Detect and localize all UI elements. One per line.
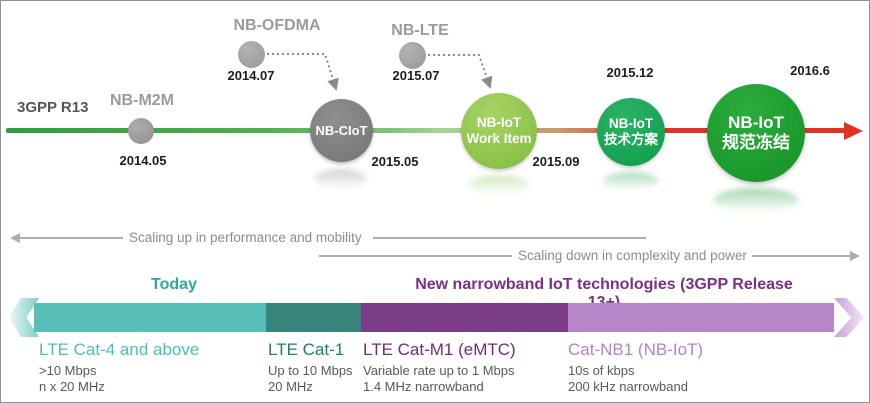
milestone-node-nb-m2m (128, 118, 154, 144)
milestone-date: 2015.12 (606, 65, 654, 80)
milestone-date: 2015.07 (392, 68, 440, 83)
scaling-down-line (319, 255, 512, 257)
spec-line: Up to 10 Mbps (268, 363, 353, 378)
era-label: 3GPP R13 (17, 99, 89, 116)
milestone-circle-label: NB-IoT (728, 112, 784, 132)
spec-line: n x 20 MHz (39, 379, 105, 394)
bar-segment-lte-cat1 (266, 303, 361, 332)
scaling-up-line (19, 237, 123, 239)
segment-title-cat-nb1: Cat-NB1 (NB-IoT) (568, 340, 704, 359)
timeline-axis (6, 128, 846, 133)
spec-line: Variable rate up to 1 Mbps (363, 363, 515, 378)
segment-title-lte-catm1: LTE Cat-M1 (eMTC) (363, 340, 516, 359)
milestone-circle-label: NB-IoT (608, 116, 654, 132)
spec-line: 10s of kbps (568, 363, 635, 378)
milestone-circle-label: 规范冻结 (722, 133, 790, 152)
milestone-label-nb-m2m: NB-M2M (110, 92, 174, 109)
dotted-connector-arrows (267, 53, 493, 91)
milestone-circle-label: 技术方案 (604, 132, 658, 147)
milestone-date: 2015.05 (371, 154, 419, 169)
bar-segment-lte-catm1 (361, 303, 568, 332)
reflection (315, 169, 367, 189)
segment-specs-lte-cat1: Up to 10 Mbps 20 MHz (268, 363, 353, 395)
scaling-down-line (752, 255, 851, 257)
reflection (469, 175, 529, 195)
dotted-arrow-lte-to-workitem (428, 54, 493, 89)
milestone-circle-label: NB-CIoT (315, 122, 368, 138)
spec-line: 20 MHz (268, 379, 313, 394)
bar-segment-cat-nb1 (568, 303, 834, 332)
milestone-label-nb-lte: NB-LTE (391, 22, 449, 39)
scaling-down-arrowhead-icon (850, 251, 860, 261)
spec-line: >10 Mbps (39, 363, 97, 378)
segment-specs-cat-nb1: 10s of kbps 200 kHz narrowband (568, 363, 688, 395)
milestone-node-nb-ofdma (238, 41, 265, 68)
milestone-node-nb-lte (399, 42, 426, 69)
bar-right-arrowhead-icon (834, 298, 864, 337)
scaling-up-label: Scaling up in performance and mobility (129, 230, 362, 245)
milestone-label-nb-ofdma: NB-OFDMA (233, 17, 321, 34)
milestone-node-nb-iot-tech-plan: NB-IoT 技术方案 (597, 98, 665, 166)
milestone-node-nb-ciot: NB-CIoT (310, 99, 373, 162)
spec-line: 1.4 MHz narrowband (363, 379, 484, 394)
milestone-date: 2014.05 (119, 153, 167, 168)
today-header: Today (151, 276, 197, 293)
scaling-down-label: Scaling down in complexity and power (518, 248, 747, 263)
reflection (603, 172, 659, 190)
timeline-arrowhead-icon (844, 122, 863, 140)
spec-line: 200 kHz narrowband (568, 379, 688, 394)
milestone-node-nb-iot-work-item: NB-IoT Work Item (461, 93, 537, 169)
milestone-date: 2015.09 (532, 154, 580, 169)
segment-specs-lte-catm1: Variable rate up to 1 Mbps 1.4 MHz narro… (363, 363, 515, 395)
scaling-up-line (373, 237, 646, 239)
milestone-node-nb-iot-spec-freeze: NB-IoT 规范冻结 (707, 84, 805, 182)
milestone-circle-label: NB-IoT (476, 115, 522, 131)
scaling-up-arrowhead-icon (10, 233, 20, 243)
segment-title-lte-cat4: LTE Cat-4 and above (39, 340, 200, 359)
milestone-date: 2016.6 (790, 63, 830, 78)
segment-specs-lte-cat4: >10 Mbps n x 20 MHz (39, 363, 105, 395)
milestone-date: 2014.07 (227, 68, 275, 83)
milestone-circle-label: Work Item (466, 131, 532, 146)
bar-segment-lte-cat4 (34, 303, 266, 332)
segment-title-lte-cat1: LTE Cat-1 (268, 340, 345, 359)
reflection (713, 188, 799, 212)
